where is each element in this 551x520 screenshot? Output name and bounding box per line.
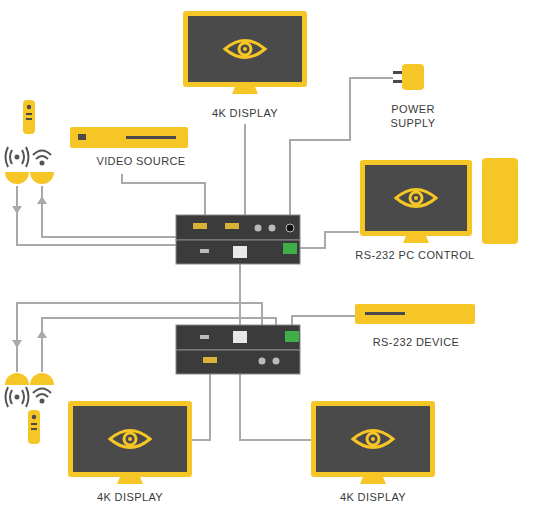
power-supply-node: POWER SUPPLY [380, 58, 445, 130]
monitor-icon [180, 10, 310, 94]
display-node: 4K DISPLAY [308, 400, 438, 504]
display-node: 4K DISPLAY [180, 10, 310, 120]
video-source-node: VIDEO SOURCE [66, 126, 216, 168]
box-icon [66, 126, 216, 150]
plug-icon [380, 58, 445, 92]
device-icon [355, 303, 477, 327]
device-label: RS-232 PC CONTROL [345, 248, 485, 262]
device-label: 4K DISPLAY [308, 490, 438, 504]
device-label: VIDEO SOURCE [66, 154, 216, 168]
rs232-device-node: RS-232 DEVICE [355, 303, 477, 349]
device-label: RS-232 DEVICE [355, 335, 477, 349]
display-node: 4K DISPLAY [65, 400, 195, 504]
monitor-icon [308, 400, 438, 484]
ir-wave-icons [6, 147, 52, 167]
monitor-icon [65, 400, 195, 484]
pc-control-node: RS-232 PC CONTROL [345, 158, 525, 262]
ir-remote [23, 100, 35, 134]
receiver-unit [176, 325, 300, 374]
device-label: 4K DISPLAY [65, 490, 195, 504]
ir-wave-icons [6, 387, 52, 407]
ir-domes [5, 172, 54, 184]
device-label: 4K DISPLAY [180, 106, 310, 120]
cables [17, 78, 393, 440]
ir-remote [28, 410, 40, 444]
device-label: POWER SUPPLY [382, 102, 444, 130]
ir-domes [5, 373, 54, 385]
pc-icon [345, 158, 525, 246]
signal-arrows [12, 196, 47, 348]
transmitter-unit [176, 215, 300, 264]
